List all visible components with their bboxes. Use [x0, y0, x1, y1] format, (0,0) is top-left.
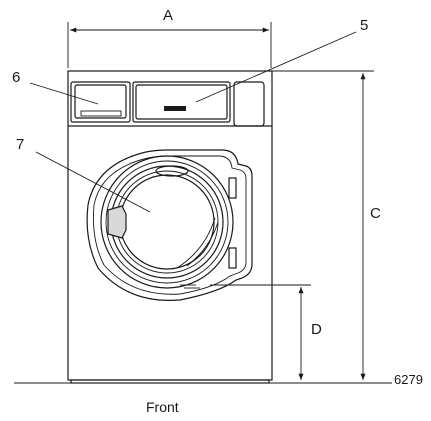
view-caption: Front	[146, 399, 179, 415]
callout-7: 7	[16, 136, 151, 213]
callout-6-label: 6	[12, 69, 20, 86]
callout-7-label: 7	[16, 136, 24, 153]
dimension-c-label: C	[370, 205, 381, 222]
dimension-a-label: A	[163, 7, 173, 24]
callout-5-label: 5	[360, 17, 368, 34]
dimension-d: D	[210, 284, 322, 380]
dimension-c: C	[272, 70, 381, 380]
control-panel	[70, 81, 265, 127]
door-assembly	[86, 149, 253, 301]
callout-6: 6	[12, 69, 99, 105]
figure-code: 6279	[394, 372, 423, 387]
callout-5: 5	[195, 17, 368, 103]
dimension-d-label: D	[311, 321, 322, 338]
dimension-a: A	[67, 7, 272, 68]
